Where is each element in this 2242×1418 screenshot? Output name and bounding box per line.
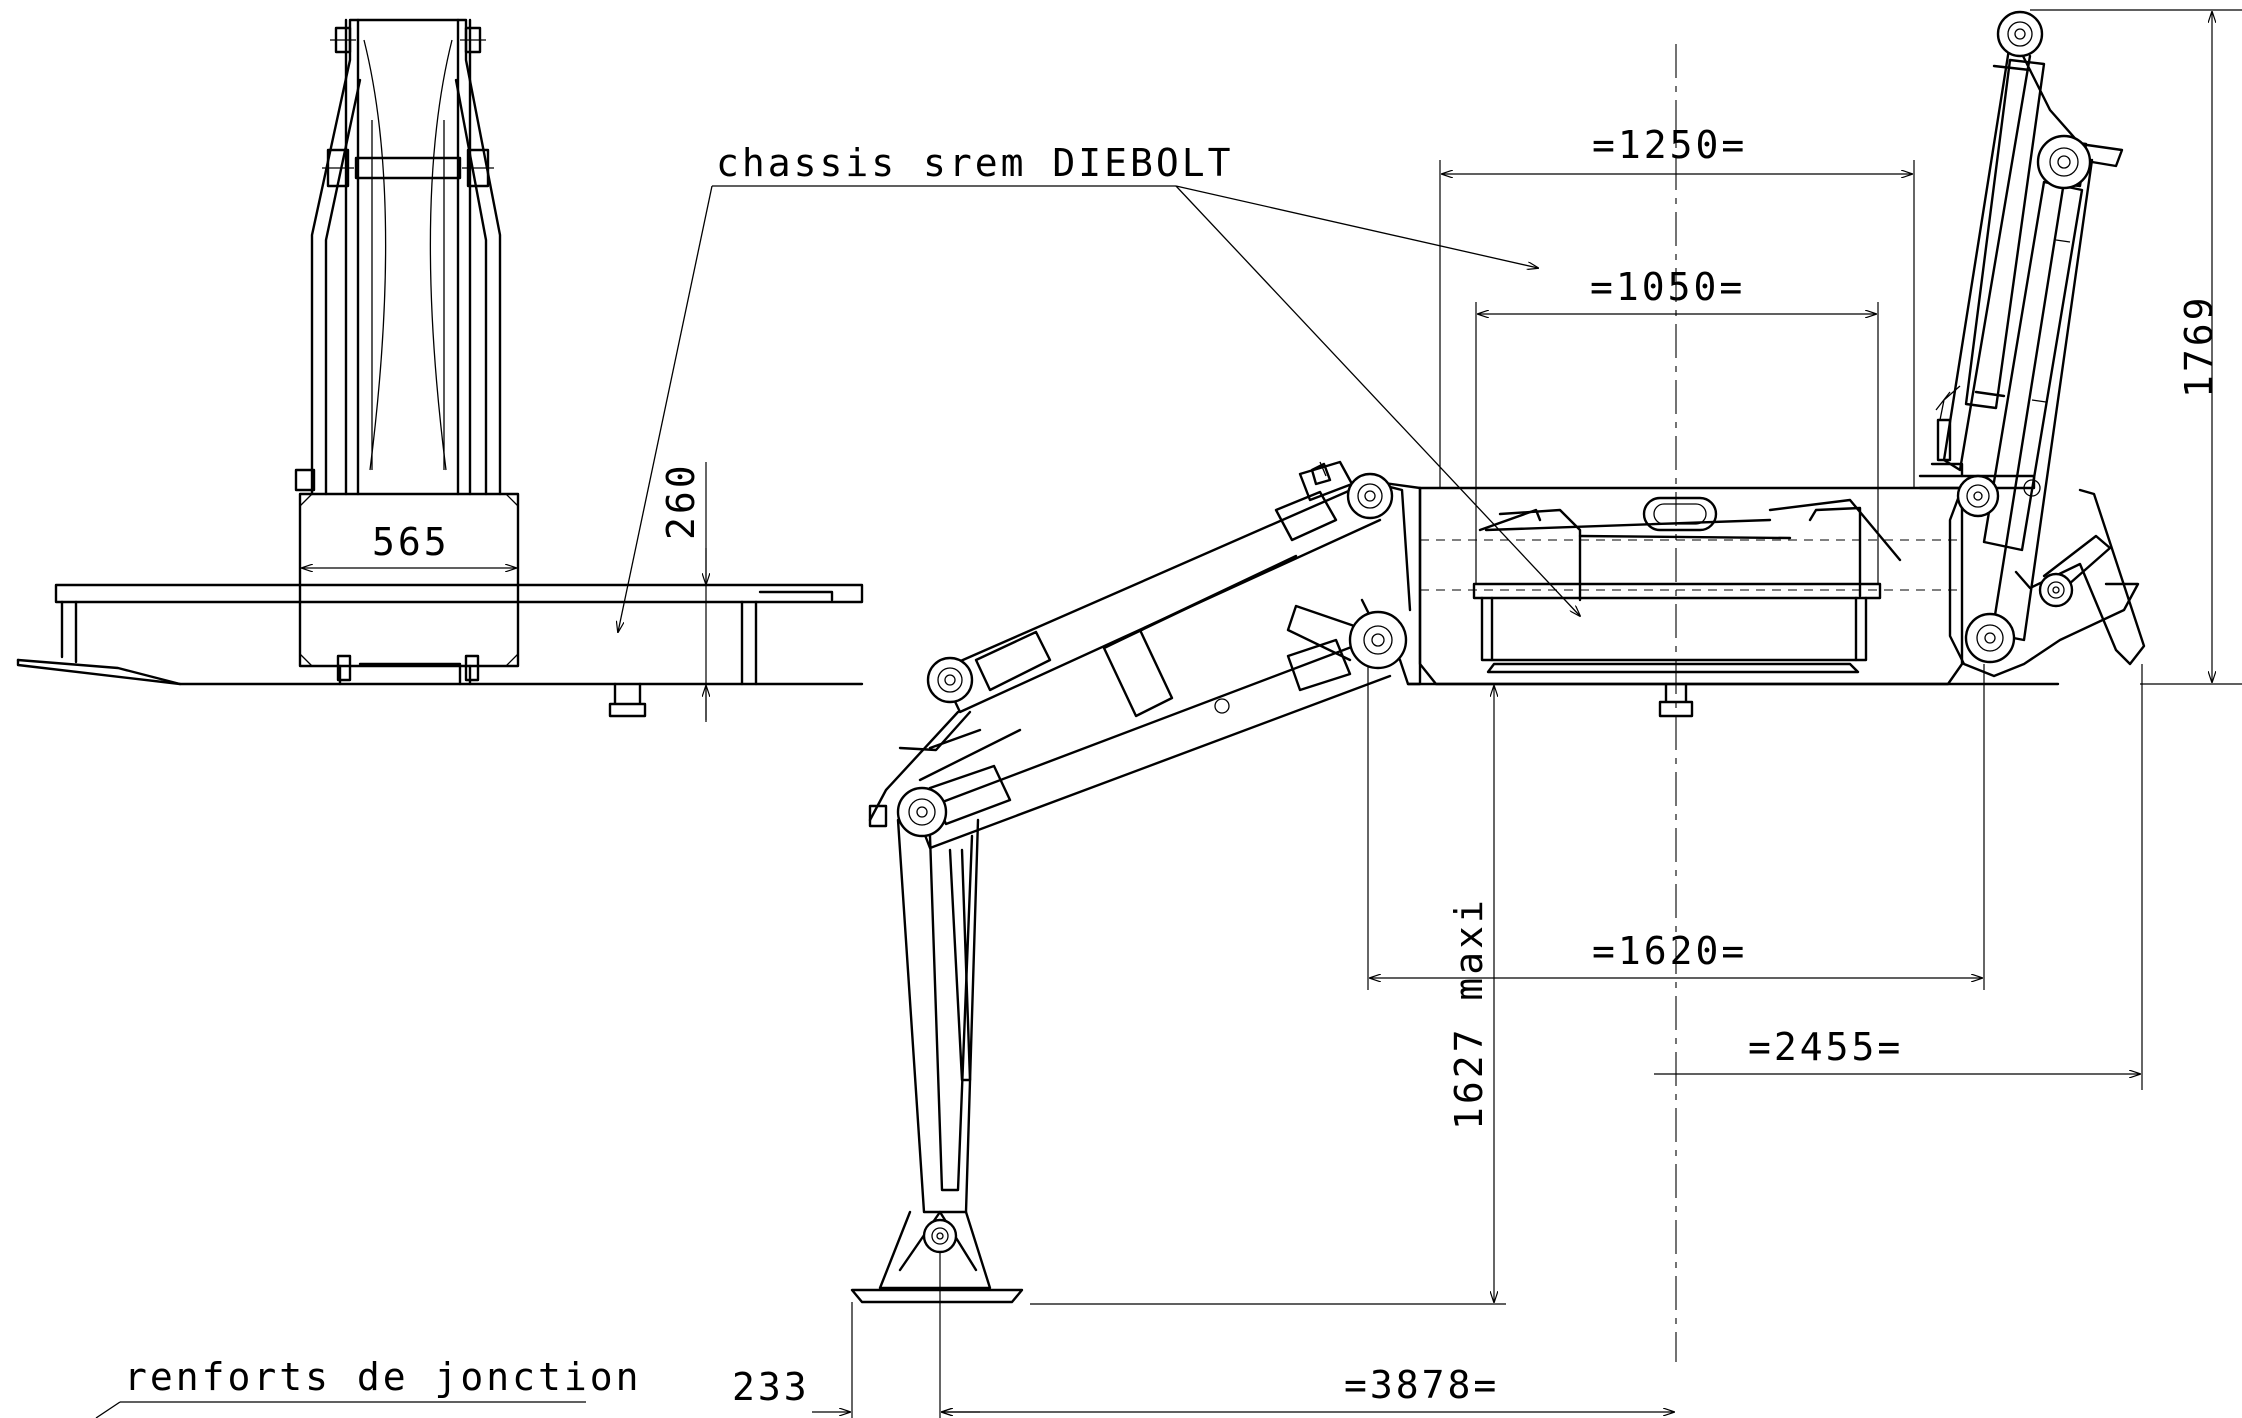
dimension-565: 565 <box>302 520 516 568</box>
renforts-label: renforts de jonction <box>124 1355 642 1399</box>
dimension-233: 233 <box>732 1252 980 1418</box>
end-view <box>16 18 864 718</box>
dimension-1250: =1250= <box>1439 123 1915 488</box>
dimension-1620: =1620= <box>1367 664 1985 990</box>
chassis-label-leaders: chassis srem DIEBOLT <box>618 141 1580 632</box>
left-boom <box>850 460 1422 1304</box>
dim-1250-label: =1250= <box>1592 123 1747 167</box>
dim-1620-label: =1620= <box>1592 929 1747 973</box>
dim-1050-label: =1050= <box>1590 265 1745 309</box>
dimension-2455: =2455= <box>1654 664 2143 1090</box>
dimension-260: 260 <box>484 462 715 722</box>
dim-1769-label: 1769 <box>2177 294 2221 398</box>
dim-260-label: 260 <box>659 462 703 540</box>
chassis-frame <box>1406 486 2060 718</box>
dimension-1050: =1050= <box>1475 265 1879 584</box>
dim-1627-label: 1627 maxi <box>1447 897 1491 1130</box>
dim-3878-label: =3878= <box>1344 1363 1499 1407</box>
dimension-3878: =3878= <box>942 1363 1674 1412</box>
renforts-label-group: renforts de jonction <box>95 1355 642 1418</box>
dim-233-label: 233 <box>732 1365 810 1409</box>
dimension-1769: 1769 <box>2030 9 2242 685</box>
dimension-1627: 1627 maxi <box>1030 686 1506 1305</box>
right-boom <box>1918 10 2146 678</box>
chassis-label: chassis srem DIEBOLT <box>716 141 1234 185</box>
dim-565-label: 565 <box>372 520 450 564</box>
dim-2455-label: =2455= <box>1748 1025 1903 1069</box>
